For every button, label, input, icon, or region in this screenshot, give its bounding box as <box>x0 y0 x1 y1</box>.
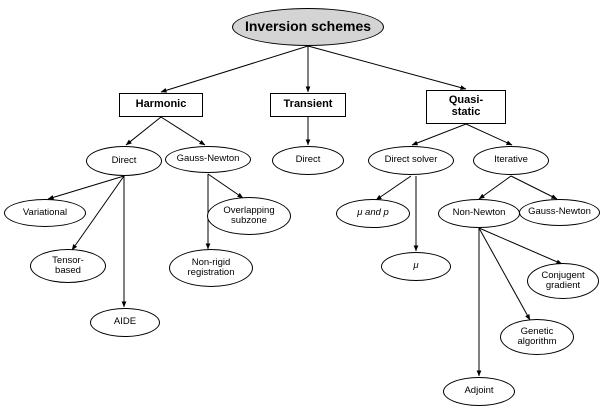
node-mu[interactable]: μ <box>381 252 451 281</box>
node-overlapping[interactable]: Overlapping subzone <box>207 197 291 235</box>
node-label-non-rigid: Non-rigid registration <box>187 256 235 278</box>
edge-iterative-to-non-newton <box>478 175 512 200</box>
node-tensor-based[interactable]: Tensor- based <box>30 249 106 283</box>
node-label-tensor-based: Tensor- based <box>52 254 84 276</box>
node-label-conjugent: Conjugent gradient <box>541 269 585 291</box>
node-t-direct[interactable]: Direct <box>272 146 344 175</box>
edge-h-gauss-newton-to-overlapping <box>207 173 244 199</box>
edge-non-newton-to-genetic <box>478 227 531 321</box>
node-root[interactable]: Inversion schemes <box>232 8 384 46</box>
node-h-gauss-newton[interactable]: Gauss-Newton <box>165 146 251 173</box>
node-non-rigid[interactable]: Non-rigid registration <box>169 249 253 287</box>
node-mu-and-p[interactable]: μ and p <box>336 199 410 228</box>
edge-h-direct-to-tensor-based <box>71 175 125 251</box>
node-label-h-direct: Direct <box>111 154 137 166</box>
node-label-variational: Variational <box>22 206 68 218</box>
node-label-quasi-static: Quasi- static <box>448 94 484 118</box>
node-label-aide: AIDE <box>113 316 137 328</box>
node-label-mu-and-p: μ and p <box>357 207 389 219</box>
node-label-h-gauss-newton: Gauss-Newton <box>176 153 240 165</box>
edge-h-direct-to-variational <box>47 175 125 200</box>
edge-harmonic-to-h-gauss-newton <box>160 116 206 146</box>
edge-quasi-static-to-iterative <box>465 123 513 146</box>
node-iterative[interactable]: Iterative <box>473 146 549 175</box>
node-genetic[interactable]: Genetic algorithm <box>500 319 574 355</box>
node-direct-solver[interactable]: Direct solver <box>368 146 454 175</box>
node-label-overlapping: Overlapping subzone <box>223 204 275 226</box>
node-label-harmonic: Harmonic <box>135 98 187 111</box>
node-label-mu: μ <box>413 260 419 272</box>
node-variational[interactable]: Variational <box>4 199 86 227</box>
node-label-direct-solver: Direct solver <box>384 154 438 166</box>
node-i-gauss-newton[interactable]: Gauss-Newton <box>519 199 600 226</box>
node-label-i-gauss-newton: Gauss-Newton <box>528 206 591 218</box>
edge-direct-solver-to-mu-and-p <box>375 175 412 201</box>
node-label-t-direct: Direct <box>295 154 321 166</box>
node-label-iterative: Iterative <box>494 154 528 166</box>
node-label-genetic: Genetic algorithm <box>517 325 557 347</box>
edge-iterative-to-i-gauss-newton <box>510 175 558 200</box>
node-quasi-static[interactable]: Quasi- static <box>426 90 506 124</box>
node-label-root: Inversion schemes <box>244 18 372 35</box>
edge-harmonic-to-h-direct <box>125 116 162 146</box>
node-h-direct[interactable]: Direct <box>86 146 162 176</box>
edge-root-to-harmonic <box>160 45 309 93</box>
node-aide[interactable]: AIDE <box>90 308 160 337</box>
edge-non-newton-to-conjugent <box>478 227 563 265</box>
edge-quasi-static-to-direct-solver <box>411 123 467 146</box>
node-conjugent[interactable]: Conjugent gradient <box>527 263 599 299</box>
node-label-non-newton: Non-Newton <box>452 207 506 219</box>
edge-root-to-quasi-static <box>307 45 467 90</box>
node-transient[interactable]: Transient <box>270 93 346 117</box>
node-label-transient: Transient <box>283 98 333 111</box>
node-label-adjoint: Adjoint <box>464 385 494 397</box>
node-adjoint[interactable]: Adjoint <box>443 377 515 406</box>
node-non-newton[interactable]: Non-Newton <box>438 199 520 228</box>
node-harmonic[interactable]: Harmonic <box>119 93 203 117</box>
